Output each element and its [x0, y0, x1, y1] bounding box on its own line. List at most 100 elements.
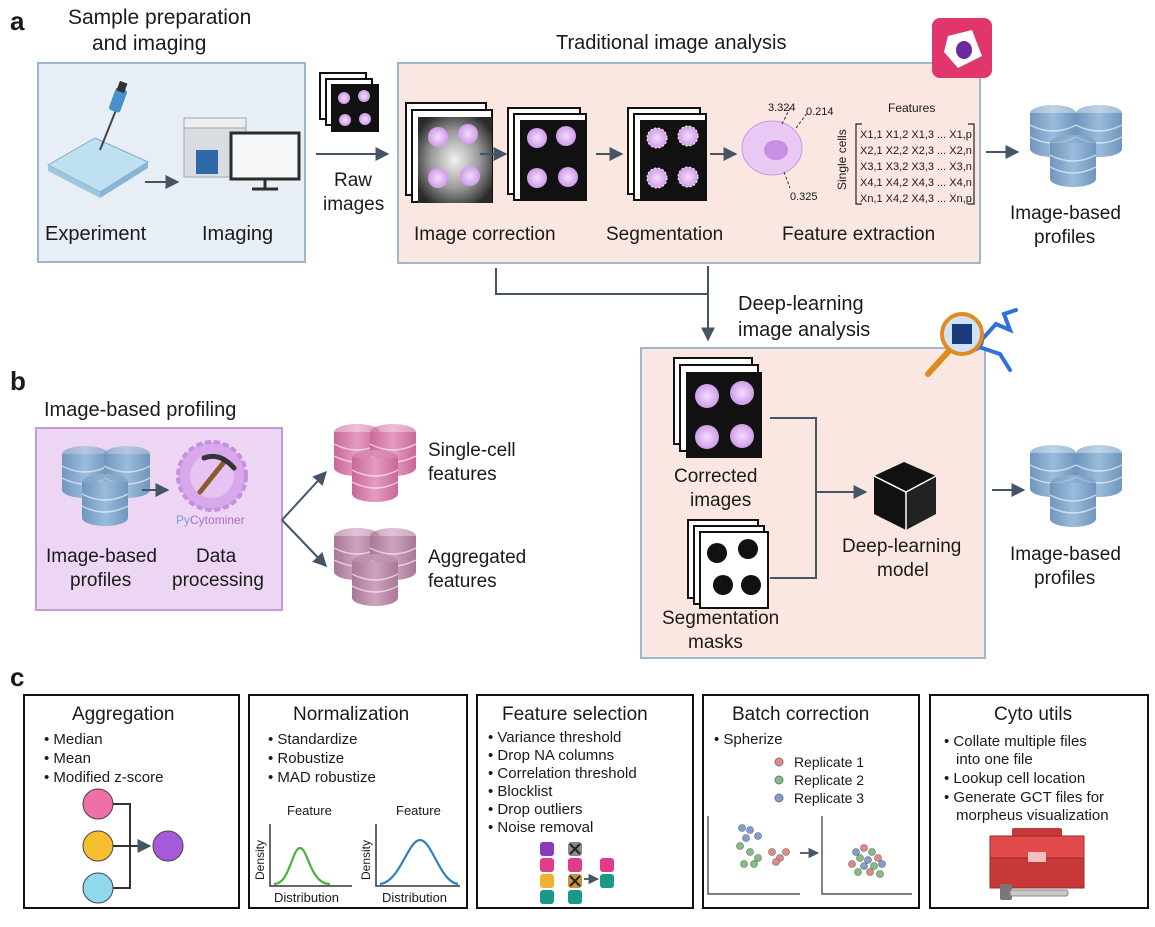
scatter-point [860, 862, 868, 870]
scatter-point [868, 848, 876, 856]
norm-plot1-axes [269, 824, 352, 887]
fs-item-1: • Variance threshold [488, 729, 621, 746]
monitor-icon [229, 131, 301, 191]
scatter-point [864, 856, 872, 864]
aggregated-label-2: features [428, 571, 497, 592]
scatter-point [738, 824, 746, 832]
fs-item-2: • Drop NA columns [488, 747, 614, 764]
scatter-point [754, 832, 762, 840]
panel-a-letter: a [10, 6, 25, 36]
norm-plot2-density: Density [359, 840, 373, 880]
sample-title-line1: Sample preparation [68, 6, 251, 29]
normalization-title: Normalization [293, 704, 409, 725]
database-icon-dl [1029, 444, 1123, 528]
scatter-point [768, 848, 776, 856]
cu-item-4: • Generate GCT files for [944, 789, 1104, 806]
cu-item-2: into one file [956, 751, 1033, 768]
legend-dot-replicate-3 [774, 793, 784, 803]
scatter-point [772, 858, 780, 866]
cu-item-3: • Lookup cell location [944, 770, 1085, 787]
scatter-point [866, 868, 874, 876]
data-processing-label-1: Data [196, 546, 237, 567]
matrix-row-5: Xn,1 X4,2 X4,3 ... Xn,p [860, 193, 972, 205]
bc-item-1: • Spherize [714, 731, 783, 748]
segmentation-frames [627, 107, 707, 201]
scatter-point [848, 860, 856, 868]
legend-replicate-2: Replicate 2 [794, 772, 864, 788]
cyto-utils-title: Cyto utils [994, 704, 1072, 725]
scatter-point [870, 862, 878, 870]
aggregation-box [23, 694, 240, 909]
segmentation-masks-stack [687, 519, 769, 609]
cell-value-3: 0.325 [790, 191, 818, 203]
hammer-icon [1000, 884, 1069, 900]
image-correction-frames [405, 102, 493, 203]
deep-title-2: image analysis [738, 319, 870, 341]
fs-item-3: • Correlation threshold [488, 765, 637, 782]
imaging-label: Imaging [202, 223, 273, 245]
bc-points-before [736, 824, 790, 868]
single-cell-label-2: features [428, 464, 497, 485]
scatter-point [856, 854, 864, 862]
pycytominer-prefix: Py [176, 513, 190, 527]
scatter-point [746, 848, 754, 856]
b-profiles-label-2: profiles [70, 570, 131, 591]
to-deep-learning-connector [495, 266, 708, 340]
features-header: Features [888, 101, 935, 115]
matrix-bracket-right [968, 123, 975, 205]
pycytominer-gear-icon [176, 440, 248, 512]
aggregation-item-1: • Median [44, 731, 103, 748]
profiles-dl-label-1: Image-based [1010, 544, 1121, 565]
normalization-item-3: • MAD robustize [268, 769, 376, 786]
batch-correction-title: Batch correction [732, 704, 869, 725]
corrected-images-stack [673, 357, 762, 458]
corrected-images-label-2: images [690, 490, 751, 511]
corrected-images-label-1: Corrected [674, 466, 757, 487]
experiment-label: Experiment [45, 223, 147, 245]
scatter-point [750, 860, 758, 868]
matrix-row-3: X3,1 X3,2 X3,3 ... X3,n [860, 161, 972, 173]
matrix-row-4: X4,1 X4,2 X4,3 ... X4,n [860, 177, 972, 189]
image-correction-label: Image correction [414, 224, 556, 245]
single-cell-label-1: Single-cell [428, 440, 516, 461]
scatter-point [874, 854, 882, 862]
b-profiles-label-1: Image-based [46, 546, 157, 567]
split-arrow-up [281, 470, 327, 521]
fs-item-4: • Blocklist [488, 783, 553, 800]
legend-dot-replicate-2 [774, 775, 784, 785]
profiles-top-label-1: Image-based [1010, 203, 1121, 224]
dl-model-label-1: Deep-learning [842, 536, 961, 557]
database-icon-aggregated [333, 527, 417, 607]
scatter-point [746, 826, 754, 834]
model-cube-icon [873, 462, 937, 530]
cu-item-5: morpheus visualization [956, 807, 1109, 824]
feature-selection-title: Feature selection [502, 704, 648, 725]
pycytominer-suffix: Cytominer [190, 513, 245, 527]
matrix-row-1: X1,1 X1,2 X1,3 ... X1,p [860, 129, 972, 141]
norm-plot1-distribution: Distribution [274, 890, 339, 905]
panel-c-letter: c [10, 662, 24, 692]
scatter-point [878, 860, 886, 868]
legend-replicate-3: Replicate 3 [794, 790, 864, 806]
bc-plot1-axes [707, 816, 800, 895]
norm-plot1-curve [273, 846, 331, 886]
segmentation-masks-label-1: Segmentation [662, 608, 779, 629]
magnifier-neuron-icon [925, 308, 1018, 377]
feature-extraction-label: Feature extraction [782, 224, 935, 245]
bc-points-after [848, 844, 886, 878]
normalization-item-2: • Robustize [268, 750, 344, 767]
pycytominer-logo-text: PyCytominer [176, 513, 245, 527]
scatter-point [742, 834, 750, 842]
raw-images-stack-icon [319, 72, 379, 132]
toolbox-icon [989, 828, 1085, 889]
scatter-point [754, 854, 762, 862]
scatter-point [860, 844, 868, 852]
raw-images-label-1: Raw [334, 170, 372, 191]
single-cells-label: Single cells [835, 129, 849, 190]
norm-plot2-curve [379, 838, 459, 886]
segmentation-label: Segmentation [606, 224, 723, 245]
cell-value-2: 0.214 [806, 106, 834, 118]
raw-images-label-2: images [323, 194, 384, 215]
norm-plot2-axes [375, 824, 460, 887]
